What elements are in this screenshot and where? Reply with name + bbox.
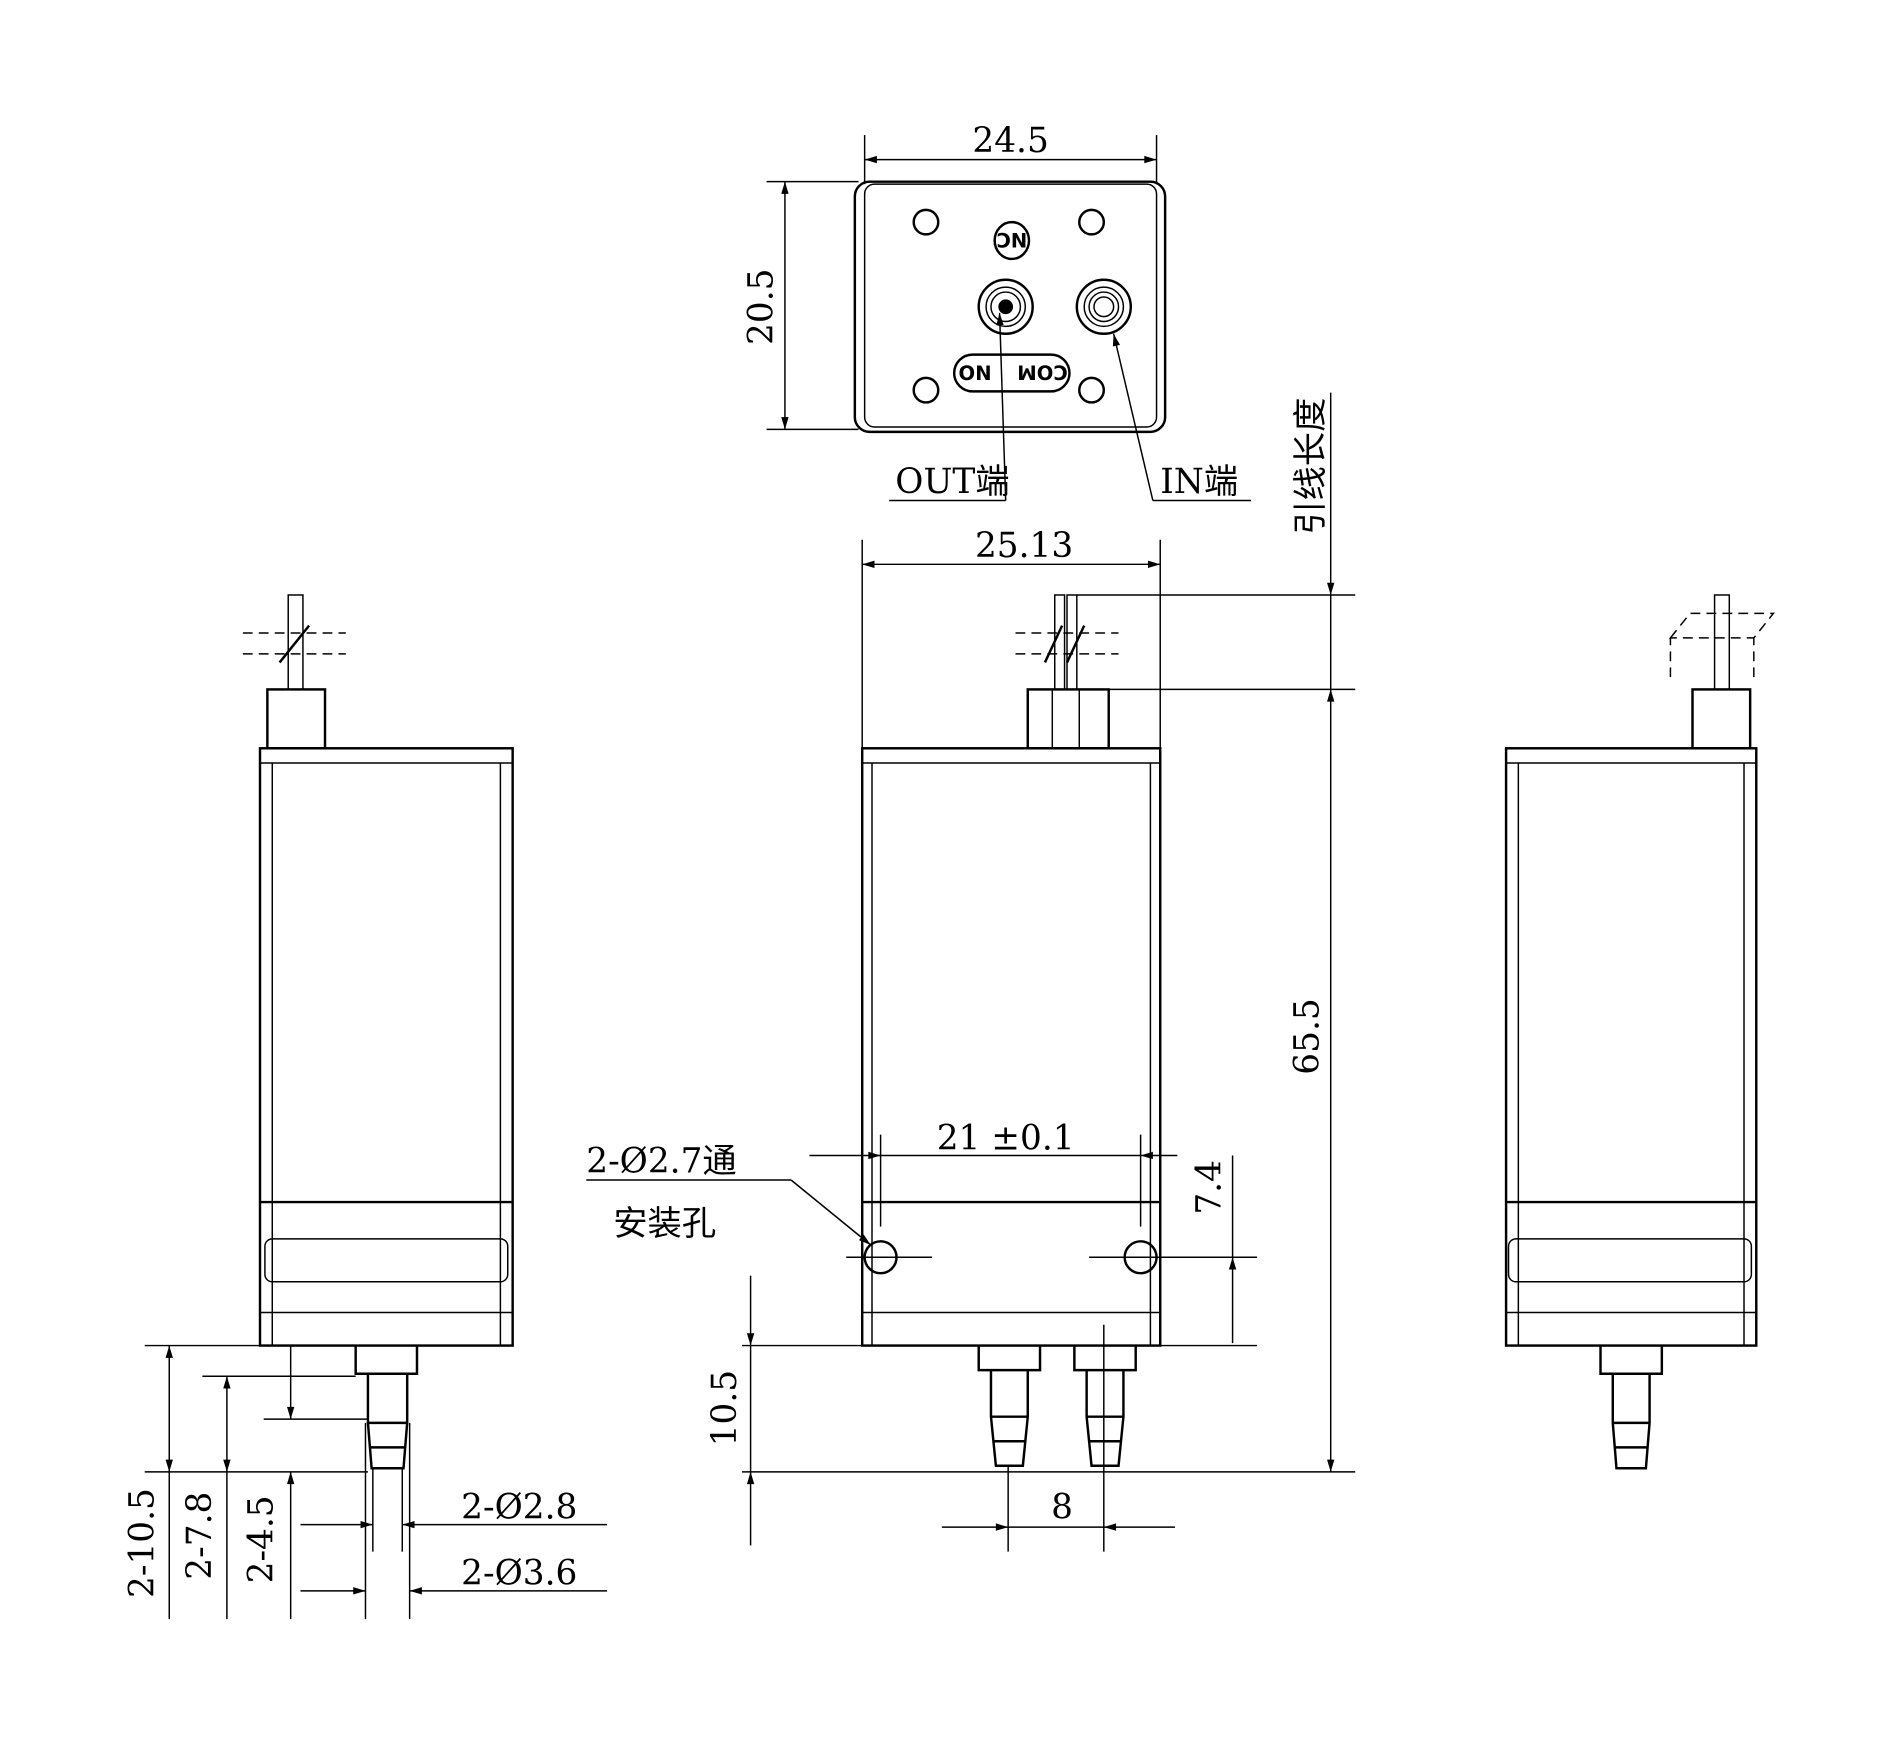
dim-2-4-5: 2-4.5 xyxy=(241,1495,281,1583)
inner-diameter-dim: 2-Ø2.8 xyxy=(461,1488,577,1528)
mounting-hole-icon xyxy=(846,1240,1258,1275)
left-side-view: 2-10.5 2-7.8 2-4.5 2-Ø2.8 2-Ø3.6 xyxy=(122,594,608,1620)
svg-text:NC: NC xyxy=(996,228,1027,251)
mounting-hole-label: 2-Ø2.7通 xyxy=(586,1142,737,1182)
in-port-icon xyxy=(1075,278,1133,335)
dim-2-10-5: 2-10.5 xyxy=(122,1488,162,1598)
no-com-marker: NO COM xyxy=(952,353,1071,393)
svg-text:NO: NO xyxy=(958,361,991,384)
in-port-label: IN端 xyxy=(1160,462,1238,502)
right-side-view xyxy=(1504,594,1775,1470)
front-width-dim: 25.13 xyxy=(975,526,1073,566)
front-view: 25.13 引线长度 65.5 21 ±0.1 7.4 2-Ø2.7通 安装孔 … xyxy=(586,392,1356,1552)
svg-text:COM: COM xyxy=(1017,361,1068,384)
top-width-dim: 24.5 xyxy=(972,121,1048,161)
port-spacing-dim: 8 xyxy=(1051,1488,1073,1528)
wire-connector xyxy=(1015,594,1119,750)
hose-barb-port xyxy=(977,1324,1137,1552)
mounting-hole-label-2: 安装孔 xyxy=(613,1204,716,1244)
port-length-dim: 10.5 xyxy=(705,1370,745,1446)
hole-offset-dim: 7.4 xyxy=(1189,1160,1229,1215)
out-port-icon xyxy=(977,278,1034,335)
dim-2-7-8: 2-7.8 xyxy=(180,1492,220,1580)
top-height-dim: 20.5 xyxy=(742,269,782,345)
lead-length-label: 引线长度 xyxy=(1291,398,1331,535)
top-view: NC NO COM OUT端 IN端 24.5 20.5 xyxy=(742,121,1251,502)
outer-diameter-dim: 2-Ø3.6 xyxy=(461,1554,577,1594)
mounting-hole-icon xyxy=(912,208,1106,404)
nc-marker: NC xyxy=(993,220,1031,261)
out-port-label: OUT端 xyxy=(895,462,1009,502)
hole-spacing-dim: 21 ±0.1 xyxy=(937,1118,1075,1158)
body-height-dim: 65.5 xyxy=(1287,998,1327,1074)
